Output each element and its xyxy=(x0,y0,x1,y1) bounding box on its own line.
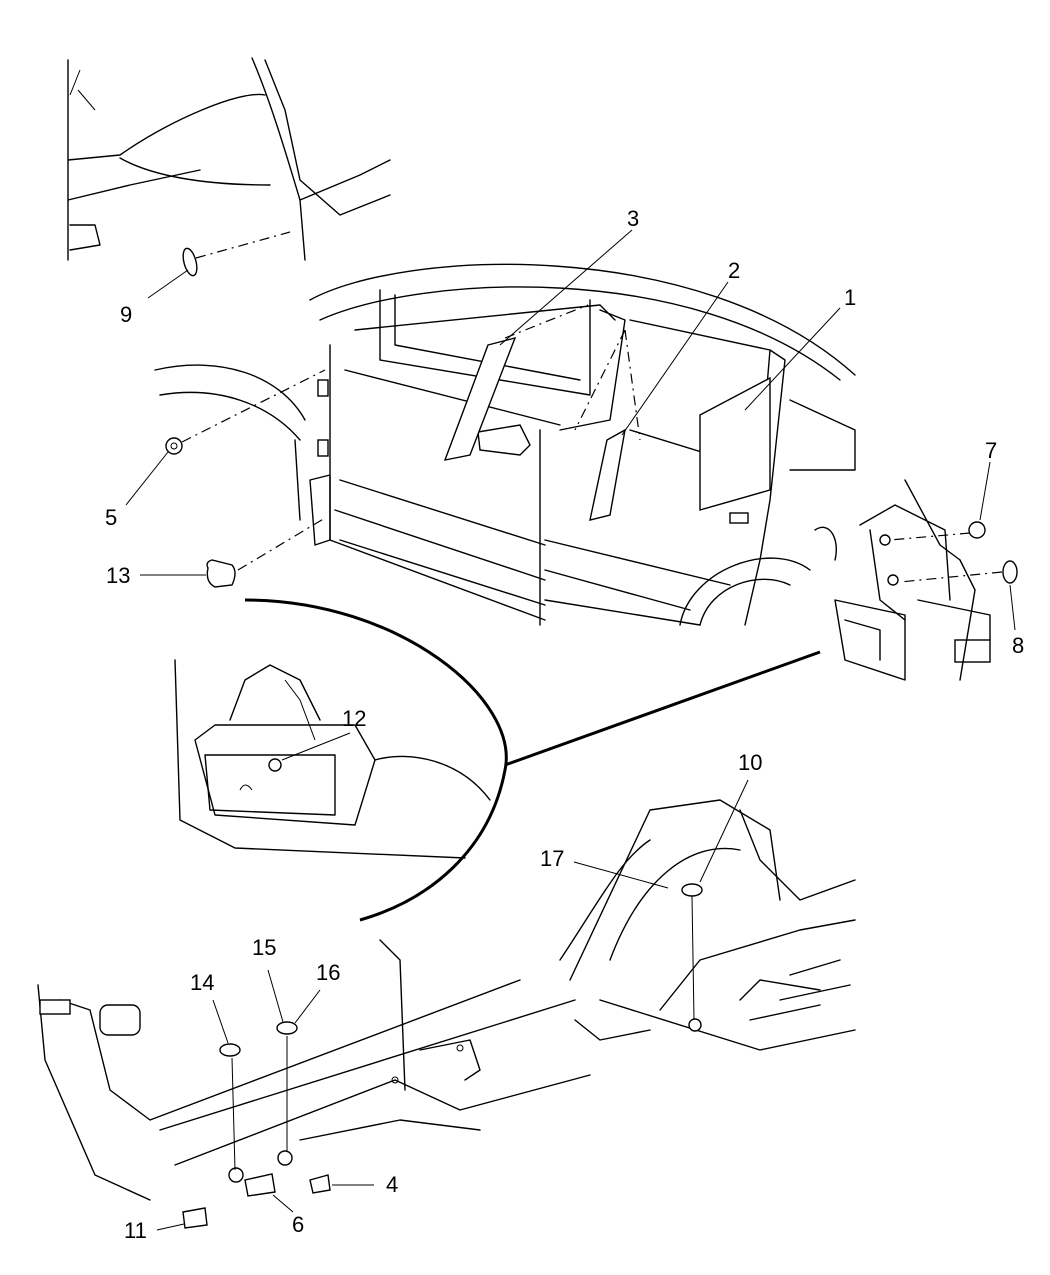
part-5-grommet xyxy=(165,437,183,455)
callout-2: 2 xyxy=(728,258,740,283)
part-8-grommet xyxy=(1002,560,1018,584)
detail-pointer-line xyxy=(504,650,821,767)
part-14-grommet xyxy=(219,1043,241,1057)
callout-8: 8 xyxy=(1012,633,1024,658)
callout-3: 3 xyxy=(627,206,639,231)
callout-17: 17 xyxy=(540,846,564,871)
callout-9: 9 xyxy=(120,302,132,327)
callout-5: 5 xyxy=(105,505,117,530)
leader-7-dash xyxy=(889,532,971,541)
callout-13: 13 xyxy=(106,563,130,588)
leader-9-dash xyxy=(195,231,291,259)
leader-14-line xyxy=(231,1057,236,1171)
leader-3-dash xyxy=(504,304,589,339)
part-4-pad xyxy=(309,1174,331,1194)
part-7-grommet xyxy=(968,521,986,539)
floor-sill-view xyxy=(37,839,651,1201)
callout-7: 7 xyxy=(985,438,997,463)
part-9-plug xyxy=(182,247,198,277)
detail-bubble-arc xyxy=(244,598,508,922)
rear-floor-view xyxy=(569,799,856,1051)
part-10-grommet xyxy=(681,883,703,897)
part-2-applique xyxy=(589,428,626,521)
callout-11: 11 xyxy=(124,1218,147,1243)
vehicle-body-side xyxy=(154,263,856,626)
detail-circle-12 xyxy=(174,659,491,859)
part-1-applique xyxy=(699,376,771,511)
callout-leaders xyxy=(125,229,1016,1231)
callout-14: 14 xyxy=(190,970,214,995)
part-16-grommet xyxy=(276,1021,298,1035)
callout-4: 4 xyxy=(386,1172,398,1197)
leader-13-dash xyxy=(237,517,326,571)
rear-corner-view xyxy=(814,479,991,681)
callout-1: 1 xyxy=(844,285,856,310)
callout-10: 10 xyxy=(738,750,762,775)
leader-8-dash xyxy=(899,571,1003,583)
leader-5-dash xyxy=(181,369,326,443)
front-wheelwell-view xyxy=(67,57,391,261)
part-11-pad xyxy=(182,1207,208,1229)
callout-12: 12 xyxy=(342,706,366,731)
part-6-pad xyxy=(244,1173,276,1197)
leader-10-17-line xyxy=(691,895,695,1021)
callout-16: 16 xyxy=(316,960,340,985)
part-13-plug xyxy=(206,559,236,588)
callout-6: 6 xyxy=(292,1212,304,1237)
callout-15: 15 xyxy=(252,935,276,960)
leader-2-dash xyxy=(574,329,641,441)
